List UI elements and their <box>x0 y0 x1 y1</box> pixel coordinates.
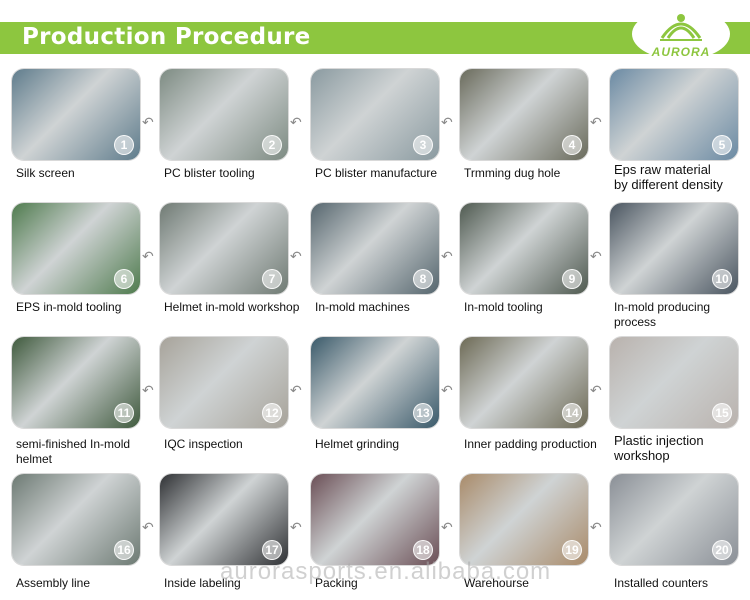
step-photo-15: 15 <box>610 337 738 428</box>
step-caption-15: Plastic injection workshop <box>614 433 704 463</box>
flow-arrow-icon: ↶ <box>441 114 453 130</box>
step-caption-11: semi-finished In-mold helmet <box>16 437 131 466</box>
step-number-badge: 3 <box>413 135 433 155</box>
step-number-badge: 20 <box>712 540 732 560</box>
flow-arrow-icon: ↶ <box>142 114 154 130</box>
step-photo-13: 13 <box>311 337 439 428</box>
step-number-badge: 9 <box>562 269 582 289</box>
step-caption-12: IQC inspection <box>164 437 243 451</box>
step-caption-14: Inner padding production <box>464 437 597 451</box>
step-number-badge: 8 <box>413 269 433 289</box>
step-photo-4: 4 <box>460 69 588 160</box>
step-photo-14: 14 <box>460 337 588 428</box>
step-photo-8: 8 <box>311 203 439 294</box>
step-number-badge: 7 <box>262 269 282 289</box>
step-caption-2: PC blister tooling <box>164 166 255 180</box>
page-title: Production Procedure <box>22 24 311 50</box>
flow-arrow-icon: ↶ <box>441 248 453 264</box>
step-photo-9: 9 <box>460 203 588 294</box>
step-number-badge: 6 <box>114 269 134 289</box>
step-photo-6: 6 <box>12 203 140 294</box>
logo-text: AURORA <box>651 45 711 59</box>
step-caption-16: Assembly line <box>16 576 91 590</box>
step-caption-7: Helmet in-mold workshop <box>164 300 300 314</box>
step-number-badge: 13 <box>413 403 433 423</box>
step-photo-12: 12 <box>160 337 288 428</box>
flow-arrow-icon: ↶ <box>590 519 602 535</box>
step-caption-20: Installed counters <box>614 576 709 590</box>
step-number-badge: 5 <box>712 135 732 155</box>
step-photo-3: 3 <box>311 69 439 160</box>
step-caption-5: Eps raw material by different density <box>614 162 723 192</box>
flow-arrow-icon: ↶ <box>290 519 302 535</box>
logo-badge <box>632 8 730 60</box>
step-number-badge: 14 <box>562 403 582 423</box>
step-caption-1: Silk screen <box>16 166 75 180</box>
step-caption-8: In-mold machines <box>315 300 410 314</box>
crown-icon <box>660 14 702 41</box>
step-photo-16: 16 <box>12 474 140 565</box>
step-number-badge: 19 <box>562 540 582 560</box>
step-number-badge: 10 <box>712 269 732 289</box>
step-photo-1: 1 <box>12 69 140 160</box>
step-number-badge: 12 <box>262 403 282 423</box>
flow-arrow-icon: ↶ <box>590 248 602 264</box>
step-caption-19: Warehourse <box>464 576 529 590</box>
flow-arrow-icon: ↶ <box>590 382 602 398</box>
step-photo-11: 11 <box>12 337 140 428</box>
step-caption-18: Packing <box>315 576 358 590</box>
step-photo-10: 10 <box>610 203 738 294</box>
step-caption-4: Trmming dug hole <box>464 166 561 180</box>
watermark: aurorasports.en.alibaba.com <box>220 558 552 585</box>
flow-arrow-icon: ↶ <box>590 114 602 130</box>
step-caption-13: Helmet grinding <box>315 437 400 451</box>
flow-arrow-icon: ↶ <box>142 248 154 264</box>
header-bar: Production Procedure <box>0 22 750 54</box>
flow-arrow-icon: ↶ <box>441 382 453 398</box>
flow-arrow-icon: ↶ <box>290 114 302 130</box>
step-number-badge: 17 <box>262 540 282 560</box>
step-number-badge: 4 <box>562 135 582 155</box>
step-number-badge: 11 <box>114 403 134 423</box>
flow-arrow-icon: ↶ <box>290 382 302 398</box>
flow-arrow-icon: ↶ <box>142 519 154 535</box>
flow-arrow-icon: ↶ <box>290 248 302 264</box>
brand-logo: AURORA <box>632 8 730 68</box>
step-number-badge: 18 <box>413 540 433 560</box>
step-photo-19: 19 <box>460 474 588 565</box>
step-number-badge: 1 <box>114 135 134 155</box>
step-caption-10: In-mold producing process <box>614 300 711 329</box>
step-photo-7: 7 <box>160 203 288 294</box>
step-photo-17: 17 <box>160 474 288 565</box>
step-caption-3: PC blister manufacture <box>315 166 438 180</box>
flow-arrow-icon: ↶ <box>441 519 453 535</box>
step-number-badge: 16 <box>114 540 134 560</box>
step-photo-18: 18 <box>311 474 439 565</box>
step-number-badge: 15 <box>712 403 732 423</box>
step-caption-9: In-mold tooling <box>464 300 543 314</box>
flow-arrow-icon: ↶ <box>142 382 154 398</box>
step-photo-2: 2 <box>160 69 288 160</box>
step-photo-20: 20 <box>610 474 738 565</box>
step-photo-5: 5 <box>610 69 738 160</box>
step-caption-6: EPS in-mold tooling <box>16 300 122 314</box>
step-number-badge: 2 <box>262 135 282 155</box>
step-caption-17: Inside labeling <box>164 576 241 590</box>
